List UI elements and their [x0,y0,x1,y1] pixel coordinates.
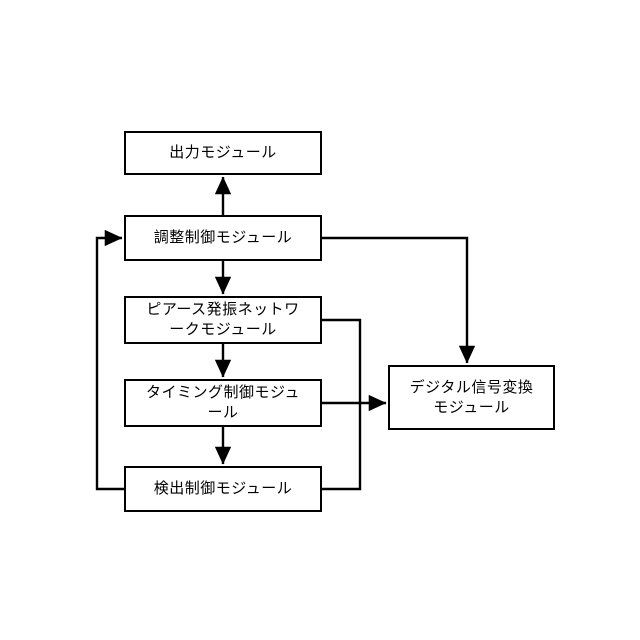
edge-adjustment-to-digital [322,236,476,364]
node-pierce-oscillation-network-module-label: ピアース発振ネットワ ークモジュール [146,301,300,338]
node-pierce-oscillation-network-module[interactable]: ピアース発振ネットワ ークモジュール [124,296,322,344]
edge-pierce-to-detection [322,318,362,491]
node-timing-control-module[interactable]: タイミング制御モジュ ール [124,379,322,427]
node-output-module-label: 出力モジュール [169,144,277,162]
node-adjustment-control-module-label: 調整制御モジュール [153,229,293,247]
node-timing-control-module-label: タイミング制御モジュ ール [146,384,300,421]
node-detection-control-module[interactable]: 検出制御モジュール [124,466,322,512]
node-output-module[interactable]: 出力モジュール [124,131,322,175]
node-digital-signal-conversion-module-label: デジタル信号変換 モジュール [409,378,534,416]
node-detection-control-module-label: 検出制御モジュール [153,480,293,498]
node-adjustment-control-module[interactable]: 調整制御モジュール [124,215,322,261]
edge-detection-to-adjustment-feedback [95,229,124,491]
node-digital-signal-conversion-module[interactable]: デジタル信号変換 モジュール [388,365,555,430]
